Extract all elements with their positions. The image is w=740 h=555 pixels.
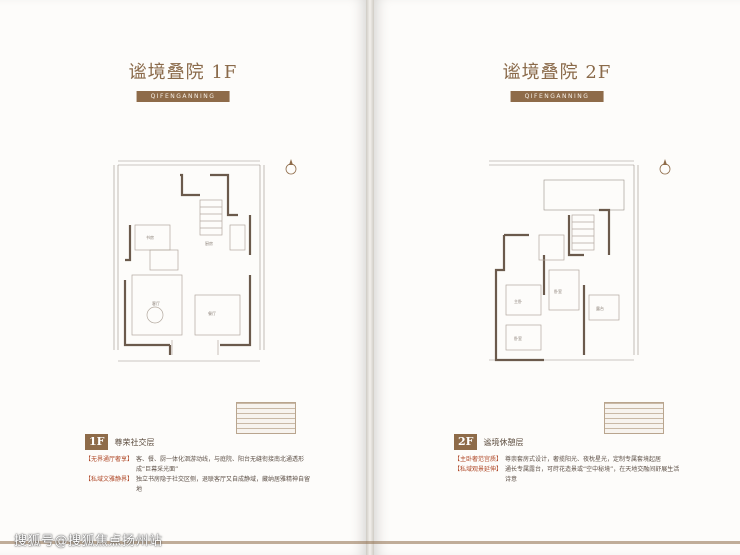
desc-item: 【主卧奢范宫质】 尊崇套房式设计，奢揽阳光、夜枕星光，定制专属套境起居 [454, 455, 684, 465]
desc-key: 【无界通厅奢享】 [85, 456, 134, 463]
desc-text: 客、餐、厨一体化洄游动线，与庭院、阳台无缝衔接南北通透形成“巨幕采光面” [136, 456, 305, 473]
svg-text:卧室: 卧室 [514, 335, 522, 341]
svg-text:厨房: 厨房 [205, 240, 213, 246]
desc-text: 独立书房隐于社交区侧，退联客厅又自成静域，藏纳居雅精神自留地 [136, 476, 311, 493]
svg-text:露台: 露台 [596, 305, 604, 311]
desc-key: 【主卧奢范宫质】 [454, 456, 503, 463]
floor-description: 【无界通厅奢享】 客、餐、厨一体化洄游动线，与庭院、阳台无缝衔接南北通透形成“巨… [85, 455, 315, 495]
floor-label: 1F 尊荣社交层 [85, 434, 154, 450]
left-page: 谧境叠院 1F QIFENGANNING [0, 0, 366, 555]
desc-item: 【私域文雅静界】 独立书房隐于社交区侧，退联客厅又自成静域，藏纳居雅精神自留地 [85, 475, 315, 495]
bottom-rule [0, 541, 740, 544]
svg-text:主卧: 主卧 [514, 298, 522, 304]
subtitle-bar: QIFENGANNING [136, 91, 230, 102]
watermark: 搜狐号@搜狐焦点扬州站 [14, 534, 163, 549]
right-page: 谧境叠院 2F QIFENGANNING 主卧卧室 [374, 0, 740, 555]
page-title: 谧境叠院 2F [502, 62, 612, 83]
svg-text:餐厅: 餐厅 [208, 310, 216, 316]
desc-item: 【私域观景延伸】 通长专属露台，可莳花造景或“空中秘境”，在天地交融间舒展生活诗… [454, 465, 684, 485]
floor-name: 尊荣社交层 [114, 437, 155, 447]
floor-tag: 1F [85, 434, 109, 450]
subtitle-bar: QIFENGANNING [510, 91, 604, 102]
desc-text: 通长专属露台，可莳花造景或“空中秘境”，在天地交融间舒展生活诗意 [505, 466, 680, 483]
compass-icon [659, 159, 671, 175]
desc-key: 【私域观景延伸】 [454, 466, 503, 473]
site-plan-thumbnail [604, 402, 664, 434]
svg-text:客厅: 客厅 [152, 300, 160, 306]
desc-key: 【私域文雅静界】 [85, 476, 134, 483]
floor-name: 谧境休憩层 [483, 437, 524, 447]
page-title: 谧境叠院 1F [128, 62, 238, 83]
floor-label: 2F 谧境休憩层 [454, 434, 523, 450]
book-gutter [366, 0, 374, 555]
desc-item: 【无界通厅奢享】 客、餐、厨一体化洄游动线，与庭院、阳台无缝衔接南北通透形成“巨… [85, 455, 315, 475]
floor-description: 【主卧奢范宫质】 尊崇套房式设计，奢揽阳光、夜枕星光，定制专属套境起居 【私域观… [454, 455, 684, 485]
floor-tag: 2F [454, 434, 478, 450]
svg-text:书房: 书房 [146, 234, 154, 240]
desc-text: 尊崇套房式设计，奢揽阳光、夜枕星光，定制专属套境起居 [505, 456, 662, 463]
svg-text:卧室: 卧室 [554, 288, 562, 294]
site-plan-thumbnail [236, 402, 296, 434]
compass-icon [285, 159, 297, 175]
